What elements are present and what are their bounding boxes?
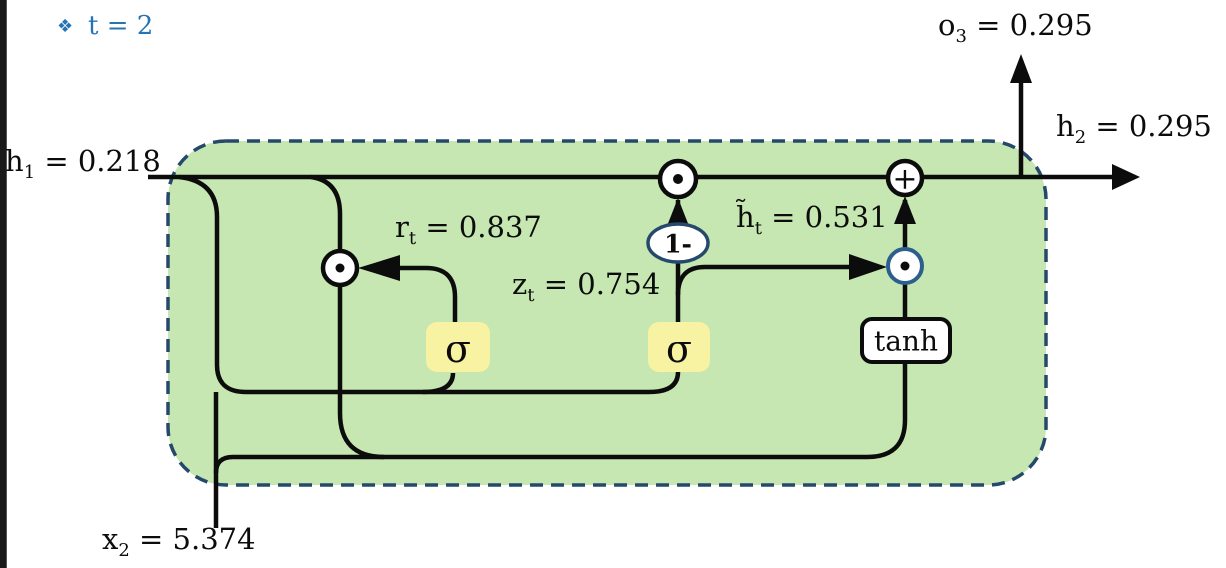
update-gate-label: zt = 0.754: [512, 267, 661, 305]
gru-cell-box: [166, 139, 1048, 487]
o3-arrowhead: [1010, 54, 1032, 83]
sigma-reset-label: σ: [445, 327, 471, 371]
x2-value: = 5.374: [129, 522, 256, 556]
candidate-label: h̃t = 0.531: [736, 200, 888, 238]
timestep-label: t = 2: [88, 11, 154, 41]
h2-sub: 2: [1074, 126, 1087, 148]
rt-value: = 0.837: [416, 210, 542, 244]
h1-base: h: [5, 144, 24, 178]
sigma-update-label: σ: [666, 327, 692, 371]
reset-gate-label: rt = 0.837: [395, 210, 542, 248]
h2-arrowhead: [1112, 164, 1140, 190]
sigma-reset-output-line: [400, 265, 458, 322]
candidate-input-bus: [233, 362, 908, 460]
zt-base: z: [512, 267, 528, 301]
update-multiply-dot-icon: [673, 174, 683, 184]
h1-sub: 1: [23, 161, 36, 183]
reset-multiply-dot-icon: [335, 263, 345, 273]
one-minus-node: [646, 222, 710, 264]
ht-base: h̃: [736, 200, 755, 234]
candidate-multiply-dot-icon: [900, 261, 910, 271]
h-branch-to-gates-bus: [178, 174, 681, 395]
rt-sub: t: [408, 227, 417, 249]
sigma-reset-gate: [426, 322, 490, 372]
o3-value: = 0.295: [966, 8, 1093, 42]
h1-label: h1 = 0.218: [5, 144, 161, 182]
bullet-diamond-icon: ❖: [57, 16, 74, 37]
h2-label: h2 = 0.295: [1056, 109, 1212, 147]
ht-sub: t: [754, 217, 762, 239]
add-node: [885, 158, 925, 198]
h1-value: = 0.218: [35, 144, 161, 178]
o3-sub: 3: [955, 25, 967, 47]
x2-label: x2 = 5.374: [102, 522, 256, 560]
o3-label: o3 = 0.295: [938, 8, 1093, 46]
x2-sub: 2: [118, 539, 130, 561]
o3-base: o: [938, 8, 956, 42]
tanh-label: tanh: [874, 325, 938, 358]
rt-base: r: [395, 210, 409, 244]
z-branch-to-candidate-multiply: [675, 264, 849, 296]
reset-arrowhead: [358, 255, 400, 281]
h2-value: = 0.295: [1086, 109, 1212, 143]
tanh-box: [860, 317, 952, 364]
zt-sub: t: [527, 284, 535, 306]
sigma-update-gate: [648, 322, 710, 372]
reset-multiply-path: [310, 174, 385, 460]
candidate-multiply-arrowhead: [849, 254, 887, 280]
add-arrowhead: [894, 196, 916, 224]
window-edge-bar: [0, 0, 7, 568]
x2-spur-to-candidate-bus: [213, 454, 234, 474]
add-label: +: [892, 162, 917, 197]
x2-base: x: [102, 522, 119, 556]
sigma-reset-input-spur: [422, 372, 456, 395]
zt-value: = 0.754: [534, 267, 661, 301]
ht-value: = 0.531: [761, 200, 888, 234]
h2-base: h: [1056, 109, 1075, 143]
update-arrowhead: [667, 198, 689, 226]
one-minus-label: 1-: [664, 230, 692, 259]
